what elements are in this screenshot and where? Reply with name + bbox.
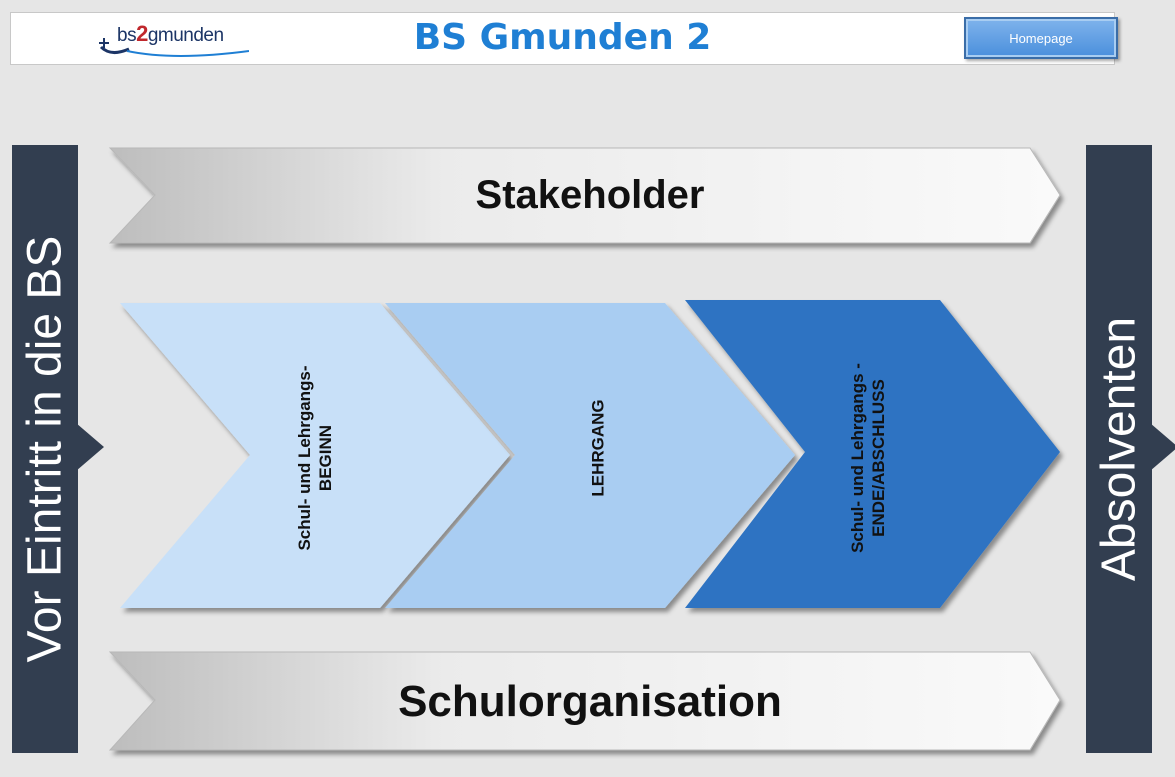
phase-chevron-abschluss — [685, 300, 1060, 608]
arrow-right-icon — [76, 423, 104, 471]
schulorganisation-band — [108, 651, 1061, 751]
phase-beginn-line2: BEGINN — [316, 424, 335, 492]
phase-abschluss-label: Schul- und Lehrgangs - ENDE/ABSCHLUSS — [847, 363, 889, 553]
logo-swoosh-icon — [99, 38, 249, 57]
phase-beginn-label: Schul- und Lehrgangs- BEGINN — [294, 365, 336, 550]
phase-chevron-beginn — [120, 303, 510, 608]
logo[interactable]: bs2gmunden — [99, 19, 269, 59]
phase-beginn-line1: Schul- und Lehrgangs- — [295, 365, 314, 551]
phase-lehrgang-line1: LEHRGANG — [588, 399, 608, 497]
side-bar-before-entry: Vor Eintritt in die BS — [12, 145, 78, 753]
stakeholder-band — [108, 147, 1061, 244]
phase-abschluss-line2: ENDE/ABSCHLUSS — [869, 379, 888, 537]
phase-lehrgang-label: LEHRGANG — [588, 399, 609, 496]
phase-abschluss-line1: Schul- und Lehrgangs - — [848, 363, 867, 553]
arrow-right-icon — [1150, 423, 1175, 471]
logo-text: bs2gmunden — [117, 21, 224, 46]
phase-chevron-lehrgang — [385, 303, 795, 608]
schulorganisation-label: Schulorganisation — [398, 677, 782, 726]
stakeholder-label: Stakeholder — [475, 173, 705, 217]
homepage-button[interactable]: Homepage — [964, 17, 1118, 59]
side-bar-graduates: Absolventen — [1086, 145, 1152, 753]
